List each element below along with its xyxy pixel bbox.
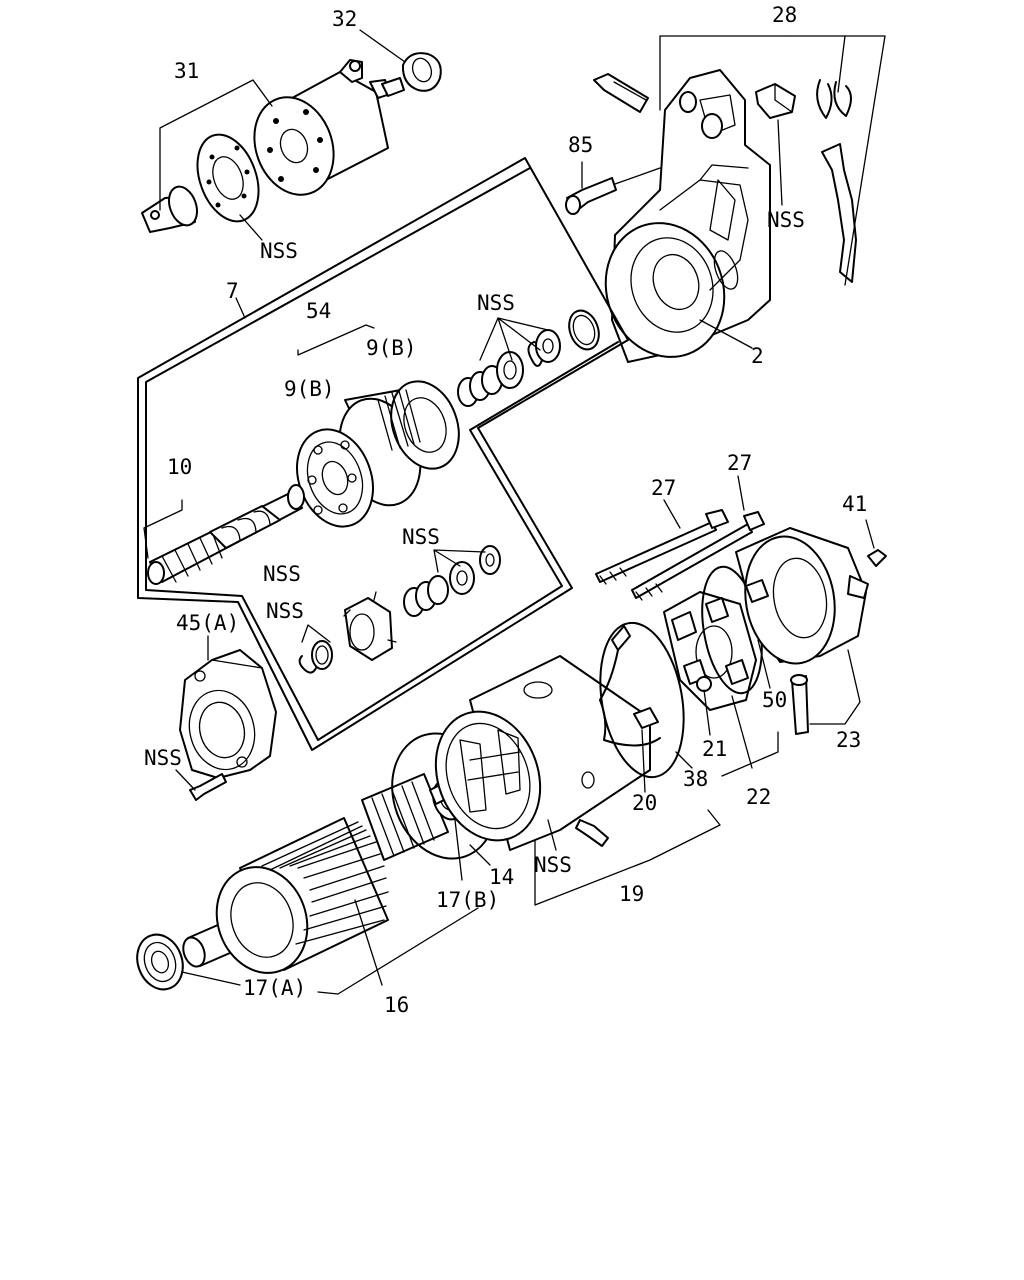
leader-nss-rings xyxy=(433,549,486,573)
brush-holder-group xyxy=(663,565,779,777)
bracket-19 xyxy=(534,809,721,906)
label-31: 31 xyxy=(174,59,199,83)
yoke-assembly xyxy=(434,625,721,906)
leader-nss-upper xyxy=(479,317,549,361)
leader-nss-bracket xyxy=(777,119,783,206)
bracket-10 xyxy=(143,499,183,559)
bracket-23 xyxy=(809,649,861,725)
solenoid-switch-body xyxy=(253,59,405,196)
rear-end-cover xyxy=(735,519,887,735)
leader-nss-housing-bolt xyxy=(175,769,196,791)
leader-14 xyxy=(469,844,491,866)
leader-38 xyxy=(675,751,693,769)
assembly-7-outline-inner xyxy=(145,167,619,741)
label-10: 10 xyxy=(167,455,192,479)
leader-nss-clutch xyxy=(301,624,331,643)
center-bearing-housing xyxy=(175,635,277,801)
label-32: 32 xyxy=(332,7,357,31)
leader-20 xyxy=(641,729,646,793)
mounting-bolt-85 xyxy=(565,177,617,215)
label-28: 28 xyxy=(772,3,797,27)
leader-nss-solenoid xyxy=(239,214,263,241)
label-27-right: 27 xyxy=(727,451,752,475)
label-9b-left: 9(B) xyxy=(284,377,335,401)
leader-7 xyxy=(235,297,246,319)
solenoid-gasket xyxy=(196,133,260,223)
leader-32 xyxy=(359,29,406,63)
leader-27-right xyxy=(737,475,745,511)
overrunning-clutch-group xyxy=(296,324,460,528)
label-50: 50 xyxy=(762,688,787,712)
clutch-rings-lower xyxy=(298,545,501,674)
label-45a: 45(A) xyxy=(176,611,239,635)
assembly-7-outline xyxy=(137,157,629,751)
housing-bolt xyxy=(593,73,649,113)
label-22: 22 xyxy=(746,785,771,809)
armature-group xyxy=(136,773,479,995)
leader-16 xyxy=(354,899,383,986)
plunger-part xyxy=(141,185,199,233)
label-85: 85 xyxy=(568,133,593,157)
label-nss-bearings: NSS xyxy=(477,291,515,315)
bracket-22 xyxy=(721,731,779,777)
solenoid-group xyxy=(141,29,442,241)
terminal-cap-part xyxy=(401,52,442,92)
leader-50 xyxy=(757,639,771,689)
label-27-left: 27 xyxy=(651,476,676,500)
rear-gasket-part xyxy=(599,621,685,779)
leader-41 xyxy=(865,519,875,549)
label-nss-housing-bolt: NSS xyxy=(144,746,182,770)
label-21: 21 xyxy=(702,737,727,761)
label-23: 23 xyxy=(836,728,861,752)
label-14: 14 xyxy=(489,865,514,889)
label-7: 7 xyxy=(226,279,239,303)
label-nss-clutch: NSS xyxy=(266,599,304,623)
leader-17b xyxy=(454,819,463,881)
drive-housing-group xyxy=(565,35,886,363)
label-16: 16 xyxy=(384,993,409,1017)
leader-28 xyxy=(659,35,886,286)
leader-17a xyxy=(181,907,479,995)
through-bolts xyxy=(595,475,765,601)
leader-22 xyxy=(731,695,753,769)
leader-27-left xyxy=(663,499,681,529)
dust-cover-part xyxy=(755,83,796,119)
label-nss-solenoid: NSS xyxy=(260,239,298,263)
label-41: 41 xyxy=(842,492,867,516)
lever-spring-part xyxy=(816,79,852,119)
label-20: 20 xyxy=(632,791,657,815)
leader-2 xyxy=(699,319,753,349)
label-nss-shaft: NSS xyxy=(263,562,301,586)
label-38: 38 xyxy=(683,767,708,791)
bracket-54 xyxy=(297,324,375,356)
leader-21 xyxy=(703,689,711,736)
label-17b: 17(B) xyxy=(436,888,499,912)
label-nss-bracket: NSS xyxy=(767,208,805,232)
label-17a: 17(A) xyxy=(243,976,306,1000)
leader-31 xyxy=(159,79,273,211)
pinion-shaft-part xyxy=(143,484,305,585)
shift-lever-part xyxy=(821,143,857,283)
label-19: 19 xyxy=(619,882,644,906)
label-nss-rings: NSS xyxy=(402,525,440,549)
part-labels: 32 28 31 85 NSS NSS 7 54 NSS 9(B) 2 9(B)… xyxy=(144,3,867,1017)
label-9b-right: 9(B) xyxy=(366,336,417,360)
label-54: 54 xyxy=(306,299,331,323)
label-nss-yoke: NSS xyxy=(534,853,572,877)
leader-nss-yoke xyxy=(547,819,557,851)
label-2: 2 xyxy=(751,344,764,368)
spring-rings-upper xyxy=(457,309,600,407)
